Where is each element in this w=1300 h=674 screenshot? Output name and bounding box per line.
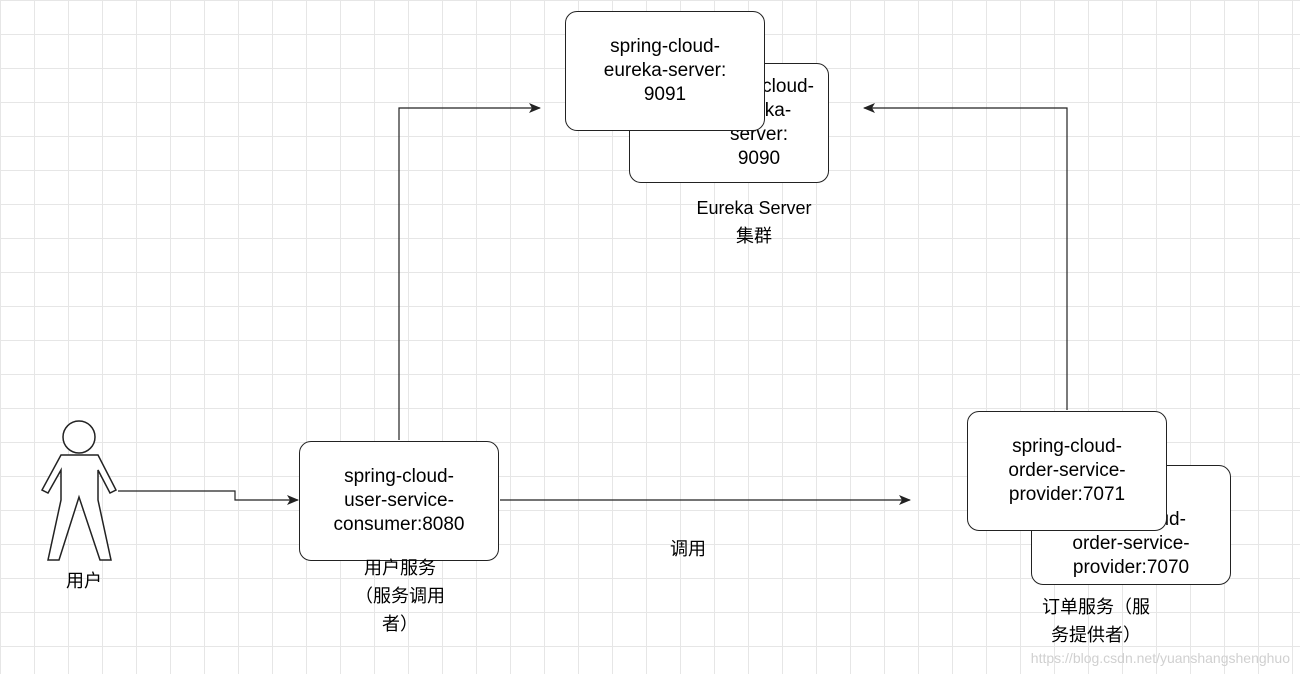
eureka-cluster-caption: Eureka Server 集群 [696, 198, 812, 246]
watermark-text: https://blog.csdn.net/yuanshangshenghuo [1030, 650, 1290, 666]
user-service-to-eureka-edge [398, 103, 541, 440]
user-caption: 用户 [66, 571, 102, 591]
user-actor-icon [40, 420, 118, 561]
order-service-to-eureka-edge [863, 103, 1068, 410]
user-service-label: spring-cloud- user-service- consumer:808… [333, 466, 465, 535]
order-service-7071-label: spring-cloud- order-service- provider:70… [1008, 436, 1126, 505]
user-to-user-service-edge [118, 490, 299, 505]
user-service-caption: 用户服务 （服务调用 者） [355, 558, 445, 634]
eureka-server-9091-node[interactable]: spring-cloud- eureka-server: 9091 [565, 11, 765, 131]
call-label: 调用 [670, 539, 706, 559]
user-service-node[interactable]: spring-cloud- user-service- consumer:808… [299, 441, 499, 561]
eureka-server-9091-label: spring-cloud- eureka-server: 9091 [603, 36, 727, 105]
order-service-7071-node[interactable]: spring-cloud- order-service- provider:70… [967, 411, 1167, 531]
order-service-caption: 订单服务（服 务提供者） [1042, 597, 1150, 645]
